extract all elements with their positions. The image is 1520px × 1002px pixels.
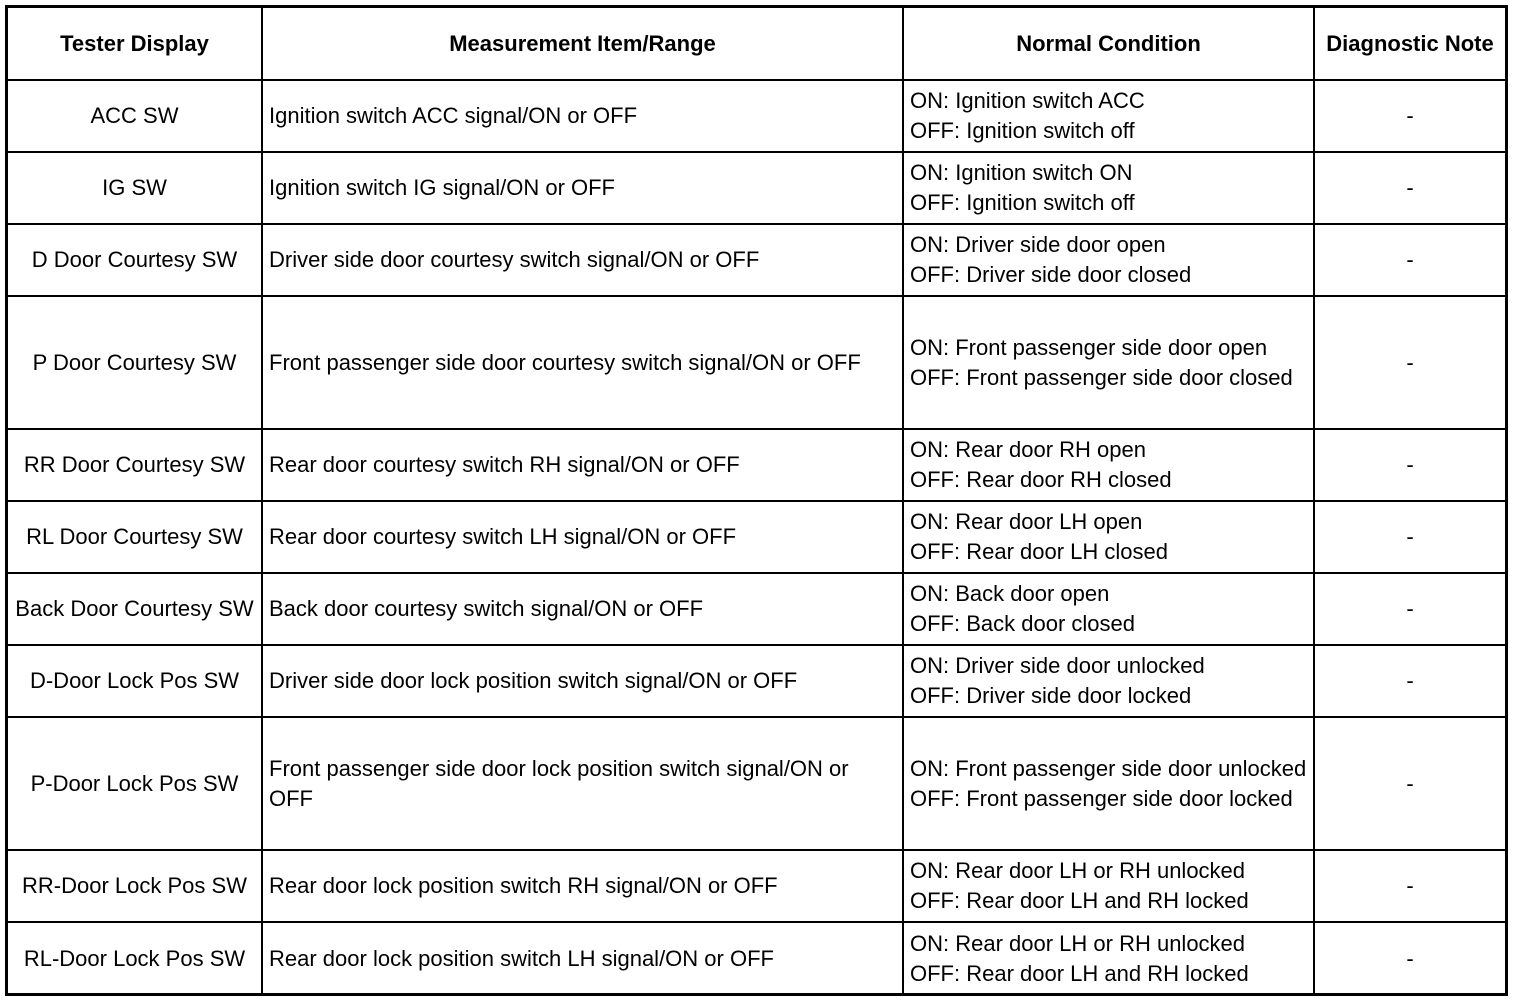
cell-tester-display: P-Door Lock Pos SW <box>8 716 263 851</box>
header-tester-display: Tester Display <box>8 8 263 81</box>
cell-tester-display: Back Door Courtesy SW <box>8 572 263 646</box>
cell-measurement-item: Front passenger side door lock position … <box>261 716 904 851</box>
cell-measurement-item: Rear door lock position switch LH signal… <box>261 921 904 994</box>
cell-tester-display: IG SW <box>8 151 263 225</box>
cell-measurement-item: Rear door courtesy switch RH signal/ON o… <box>261 428 904 502</box>
cell-normal-condition: ON: Ignition switch ON OFF: Ignition swi… <box>902 151 1315 225</box>
cell-measurement-item: Driver side door lock position switch si… <box>261 644 904 718</box>
cell-normal-condition: ON: Rear door RH open OFF: Rear door RH … <box>902 428 1315 502</box>
cell-measurement-item: Rear door lock position switch RH signal… <box>261 849 904 923</box>
cell-normal-condition: ON: Back door open OFF: Back door closed <box>902 572 1315 646</box>
header-diagnostic-note: Diagnostic Note <box>1313 8 1505 81</box>
cell-tester-display: P Door Courtesy SW <box>8 295 263 430</box>
cell-tester-display: RR-Door Lock Pos SW <box>8 849 263 923</box>
cell-normal-condition: ON: Front passenger side door open OFF: … <box>902 295 1315 430</box>
cell-measurement-item: Ignition switch ACC signal/ON or OFF <box>261 79 904 153</box>
cell-tester-display: RL-Door Lock Pos SW <box>8 921 263 994</box>
cell-measurement-item: Ignition switch IG signal/ON or OFF <box>261 151 904 225</box>
table-header-row: Tester Display Measurement Item/Range No… <box>8 8 1505 81</box>
table-row: RL-Door Lock Pos SW Rear door lock posit… <box>8 921 1505 994</box>
cell-tester-display: D-Door Lock Pos SW <box>8 644 263 718</box>
cell-diagnostic-note: - <box>1313 151 1505 225</box>
data-list-table: Tester Display Measurement Item/Range No… <box>8 8 1505 994</box>
cell-diagnostic-note: - <box>1313 921 1505 994</box>
cell-diagnostic-note: - <box>1313 500 1505 574</box>
table-row: Back Door Courtesy SW Back door courtesy… <box>8 572 1505 646</box>
cell-tester-display: ACC SW <box>8 79 263 153</box>
cell-diagnostic-note: - <box>1313 644 1505 718</box>
cell-tester-display: RR Door Courtesy SW <box>8 428 263 502</box>
cell-normal-condition: ON: Rear door LH open OFF: Rear door LH … <box>902 500 1315 574</box>
table-row: ACC SW Ignition switch ACC signal/ON or … <box>8 79 1505 153</box>
cell-measurement-item: Back door courtesy switch signal/ON or O… <box>261 572 904 646</box>
table-row: D-Door Lock Pos SW Driver side door lock… <box>8 644 1505 718</box>
cell-normal-condition: ON: Ignition switch ACC OFF: Ignition sw… <box>902 79 1315 153</box>
cell-tester-display: D Door Courtesy SW <box>8 223 263 297</box>
cell-measurement-item: Front passenger side door courtesy switc… <box>261 295 904 430</box>
cell-normal-condition: ON: Rear door LH or RH unlocked OFF: Rea… <box>902 849 1315 923</box>
header-measurement-item-range: Measurement Item/Range <box>261 8 904 81</box>
data-list-table-container: Tester Display Measurement Item/Range No… <box>5 5 1508 996</box>
cell-normal-condition: ON: Driver side door unlocked OFF: Drive… <box>902 644 1315 718</box>
cell-diagnostic-note: - <box>1313 428 1505 502</box>
cell-measurement-item: Driver side door courtesy switch signal/… <box>261 223 904 297</box>
table-row: P-Door Lock Pos SW Front passenger side … <box>8 716 1505 851</box>
table-row: RL Door Courtesy SW Rear door courtesy s… <box>8 500 1505 574</box>
cell-tester-display: RL Door Courtesy SW <box>8 500 263 574</box>
cell-normal-condition: ON: Rear door LH or RH unlocked OFF: Rea… <box>902 921 1315 994</box>
table-row: RR-Door Lock Pos SW Rear door lock posit… <box>8 849 1505 923</box>
cell-diagnostic-note: - <box>1313 849 1505 923</box>
cell-normal-condition: ON: Front passenger side door unlocked O… <box>902 716 1315 851</box>
header-normal-condition: Normal Condition <box>902 8 1315 81</box>
cell-diagnostic-note: - <box>1313 223 1505 297</box>
cell-measurement-item: Rear door courtesy switch LH signal/ON o… <box>261 500 904 574</box>
table-row: RR Door Courtesy SW Rear door courtesy s… <box>8 428 1505 502</box>
cell-normal-condition: ON: Driver side door open OFF: Driver si… <box>902 223 1315 297</box>
table-row: D Door Courtesy SW Driver side door cour… <box>8 223 1505 297</box>
cell-diagnostic-note: - <box>1313 572 1505 646</box>
table-row: IG SW Ignition switch IG signal/ON or OF… <box>8 151 1505 225</box>
cell-diagnostic-note: - <box>1313 295 1505 430</box>
table-row: P Door Courtesy SW Front passenger side … <box>8 295 1505 430</box>
cell-diagnostic-note: - <box>1313 716 1505 851</box>
cell-diagnostic-note: - <box>1313 79 1505 153</box>
